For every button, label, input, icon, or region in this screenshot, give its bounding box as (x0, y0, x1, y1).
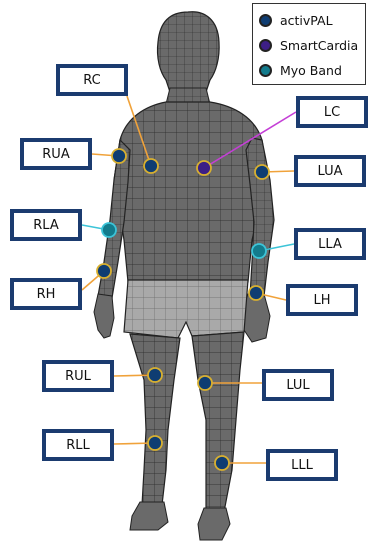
legend-item-activpal: activPAL (259, 9, 333, 31)
legend-label: Myo Band (280, 63, 342, 78)
label-lll: LLL (266, 449, 338, 481)
sensor-marker-lll (215, 456, 229, 470)
label-rll: RLL (42, 429, 114, 461)
sensor-marker-rul (148, 368, 162, 382)
label-lul: LUL (262, 369, 334, 401)
sensor-marker-lh (249, 286, 263, 300)
sensor-marker-rc (144, 159, 158, 173)
legend-item-myo-band: Myo Band (259, 59, 342, 81)
label-lh: LH (286, 284, 358, 316)
smartcardia-dot-icon (259, 39, 272, 52)
label-lua: LUA (294, 155, 366, 187)
myo-band-dot-icon (259, 64, 272, 77)
sensor-marker-rll (148, 436, 162, 450)
sensor-marker-rua (112, 149, 126, 163)
sensor-marker-lul (198, 376, 212, 390)
label-rc: RC (56, 64, 128, 96)
sensor-marker-rla (102, 223, 116, 237)
sensor-marker-lua (255, 165, 269, 179)
label-lc: LC (296, 96, 368, 128)
label-lla: LLA (294, 228, 366, 260)
label-rul: RUL (42, 360, 114, 392)
legend-item-smartcardia: SmartCardia (259, 34, 358, 56)
label-rla: RLA (10, 209, 82, 241)
sensor-marker-lla (252, 244, 266, 258)
legend-label: SmartCardia (280, 38, 358, 53)
sensor-marker-lc (197, 161, 211, 175)
label-rh: RH (10, 278, 82, 310)
legend: activPAL SmartCardia Myo Band (252, 3, 366, 85)
sensor-marker-rh (97, 264, 111, 278)
legend-label: activPAL (280, 13, 333, 28)
activpal-dot-icon (259, 14, 272, 27)
label-rua: RUA (20, 138, 92, 170)
